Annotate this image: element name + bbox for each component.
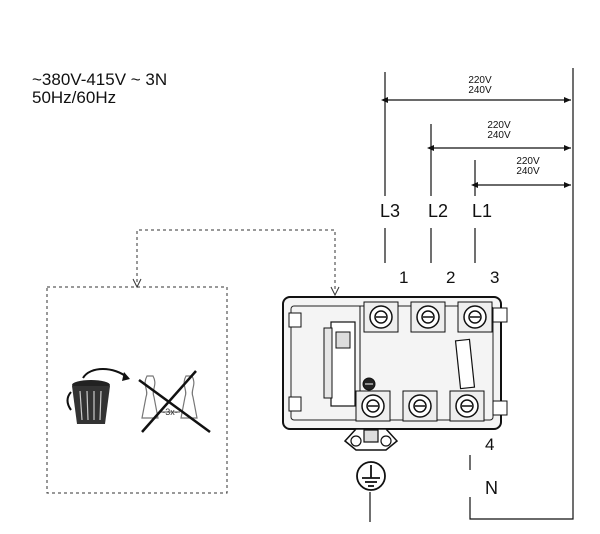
terminal-number-4: 4 — [485, 435, 495, 454]
terminal-screw-2 — [410, 301, 446, 333]
terminal-number-3: 3 — [490, 268, 500, 287]
wire-neutral — [469, 68, 574, 520]
earth-clamp — [343, 428, 399, 451]
leader-arrow-right — [330, 286, 340, 297]
internal-ground-mark — [362, 377, 376, 391]
supply-frequency-label: 50Hz/60Hz — [32, 88, 117, 107]
terminal-screw-1 — [363, 301, 399, 333]
screw-terminals — [355, 301, 493, 422]
terminal-number-2: 2 — [446, 268, 456, 287]
trash-can-icon — [66, 368, 130, 424]
voltage-top-2: 220V — [487, 120, 511, 131]
detail-box — [46, 286, 228, 494]
bridge-note: -3x- — [162, 407, 178, 417]
terminal-number-1: 1 — [399, 268, 409, 287]
voltage-top-1: 220V — [468, 75, 492, 86]
voltage-bottom-2: 240V — [487, 130, 511, 141]
dashed-leader — [136, 229, 336, 290]
terminal-block — [282, 296, 508, 430]
line-label-l3: L3 — [380, 201, 401, 221]
terminal-screw-earth — [355, 390, 391, 422]
crossed-out-bridges-icon: -3x- — [138, 370, 211, 434]
supply-voltage-label: ~380V-415V ~ 3N — [32, 70, 168, 89]
line-label-n: N — [485, 478, 498, 498]
terminal-screw-4b — [449, 390, 485, 422]
terminal-screw-3 — [457, 301, 493, 333]
earth-ground-icon — [356, 461, 386, 491]
voltage-bottom-3: 240V — [516, 166, 540, 177]
line-label-l1: L1 — [472, 201, 493, 221]
line-label-l2: L2 — [428, 201, 449, 221]
voltage-top-3: 220V — [516, 156, 540, 167]
voltage-bottom-1: 240V — [468, 85, 492, 96]
terminal-screw-4a — [402, 390, 438, 422]
